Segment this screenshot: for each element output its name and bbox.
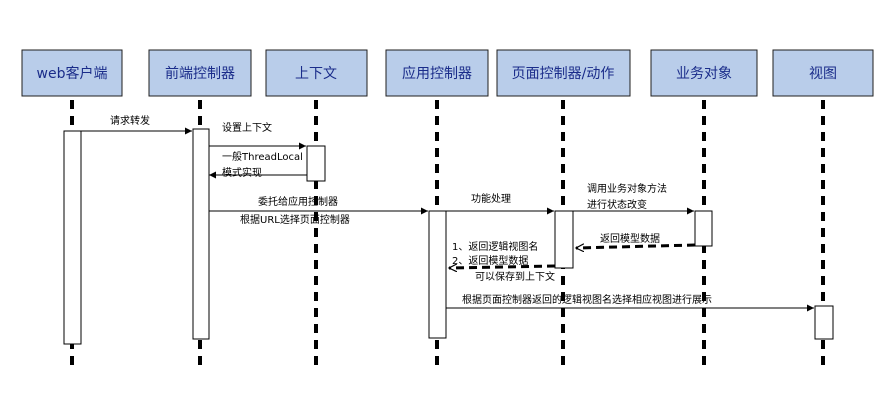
- message-set-context-label: 设置上下文: [222, 121, 272, 134]
- message-return-view-label-2: 2、返回模型数据: [452, 254, 528, 267]
- message-function-process-label: 功能处理: [471, 192, 511, 205]
- message-save-context-label: 可以保存到上下文: [475, 270, 555, 283]
- participant-label: 视图: [809, 66, 837, 82]
- participant-label: 前端控制器: [165, 65, 235, 82]
- activation-front-controller: [192, 128, 210, 340]
- participant-web-client: web客户端: [21, 49, 123, 97]
- activation-page-controller: [554, 210, 574, 269]
- activation-app-controller: [428, 210, 447, 339]
- activation-web-client: [63, 130, 82, 345]
- threadlocal-note-line2: 模式实现: [222, 166, 262, 179]
- message-return-model: [576, 245, 696, 248]
- message-render-view-label: 根据页面控制器返回的逻辑视图名选择相应视图进行展示: [462, 293, 712, 306]
- message-request-forward-label: 请求转发: [110, 114, 150, 127]
- activation-context: [306, 145, 326, 182]
- activation-view: [814, 305, 834, 340]
- message-call-business-label-1: 调用业务对象方法: [587, 182, 667, 195]
- participant-label: 业务对象: [676, 66, 732, 82]
- participant-view: 视图: [772, 49, 874, 97]
- participant-business-object: 业务对象: [650, 49, 758, 97]
- participant-label: web客户端: [37, 65, 108, 82]
- participant-label: 页面控制器/动作: [512, 66, 615, 82]
- message-return-view-label-1: 1、返回逻辑视图名: [452, 240, 538, 253]
- message-delegate-label-1: 委托给应用控制器: [258, 195, 338, 208]
- threadlocal-note-line1: 一般ThreadLocal: [222, 150, 303, 163]
- message-return-model-label: 返回模型数据: [600, 232, 660, 245]
- participant-label: 上下文: [295, 66, 337, 82]
- message-call-business-label-2: 进行状态改变: [587, 198, 647, 211]
- participant-front-controller: 前端控制器: [148, 49, 252, 97]
- activation-business-object: [694, 210, 713, 247]
- participant-label: 应用控制器: [402, 65, 472, 82]
- message-return-view: [449, 266, 556, 268]
- participant-app-controller: 应用控制器: [385, 49, 489, 97]
- message-delegate-label-2: 根据URL选择页面控制器: [240, 213, 350, 226]
- participant-page-controller: 页面控制器/动作: [496, 49, 631, 97]
- participant-context: 上下文: [265, 49, 368, 97]
